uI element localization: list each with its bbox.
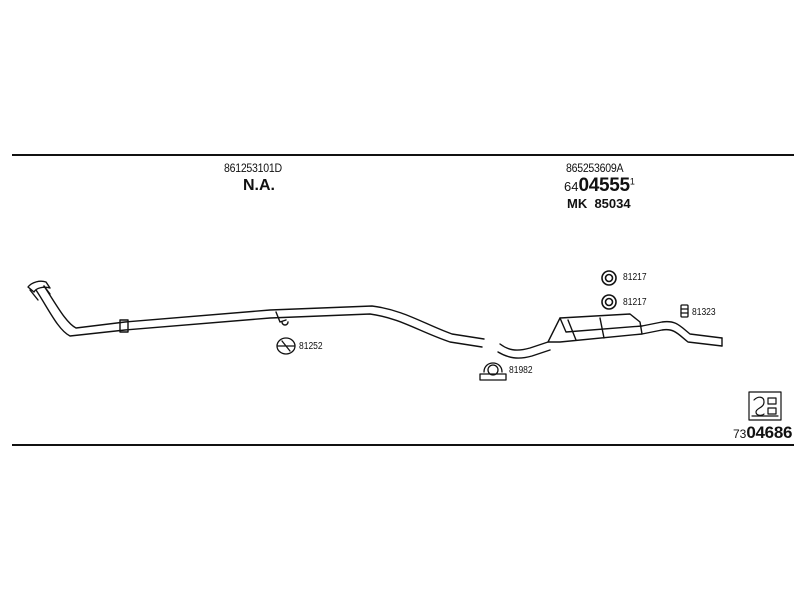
rear-muffler-mk: MK 85034 bbox=[567, 197, 631, 210]
hanger-rear-label: 81323 bbox=[692, 307, 716, 318]
part-number-suffix: 1 bbox=[629, 176, 635, 187]
ref-main: 04686 bbox=[746, 423, 793, 442]
clamp-mid-icon bbox=[479, 362, 507, 381]
front-pipe bbox=[27, 280, 485, 348]
rear-muffler bbox=[497, 313, 723, 359]
rear-muffler-code: 865253609A bbox=[566, 161, 624, 175]
ring-upper-icon bbox=[601, 270, 617, 286]
front-pipe-code: 861253101D bbox=[224, 161, 282, 175]
ring-lower-label: 81217 bbox=[623, 297, 647, 308]
ring-upper-label: 81217 bbox=[623, 272, 647, 283]
front-pipe-status: N.A. bbox=[243, 177, 275, 194]
ref-prefix: 73 bbox=[733, 427, 747, 441]
part-number-prefix: 64 bbox=[564, 179, 579, 194]
mounting-kit-icon bbox=[748, 391, 782, 421]
ring-lower-icon bbox=[601, 294, 617, 310]
clamp-mid-label: 81982 bbox=[509, 365, 533, 376]
clamp-front-icon bbox=[276, 337, 296, 355]
top-divider-line bbox=[12, 154, 794, 156]
clamp-front-label: 81252 bbox=[299, 341, 323, 352]
rear-muffler-part-number: 64045551 bbox=[564, 176, 635, 195]
bottom-divider-line bbox=[12, 444, 794, 446]
part-number-main: 04555 bbox=[578, 175, 630, 196]
mk-number: 85034 bbox=[594, 196, 631, 211]
hanger-rear-icon bbox=[680, 304, 689, 318]
diagram-reference-number: 7304686 bbox=[733, 424, 792, 442]
mk-label: MK bbox=[567, 196, 588, 211]
